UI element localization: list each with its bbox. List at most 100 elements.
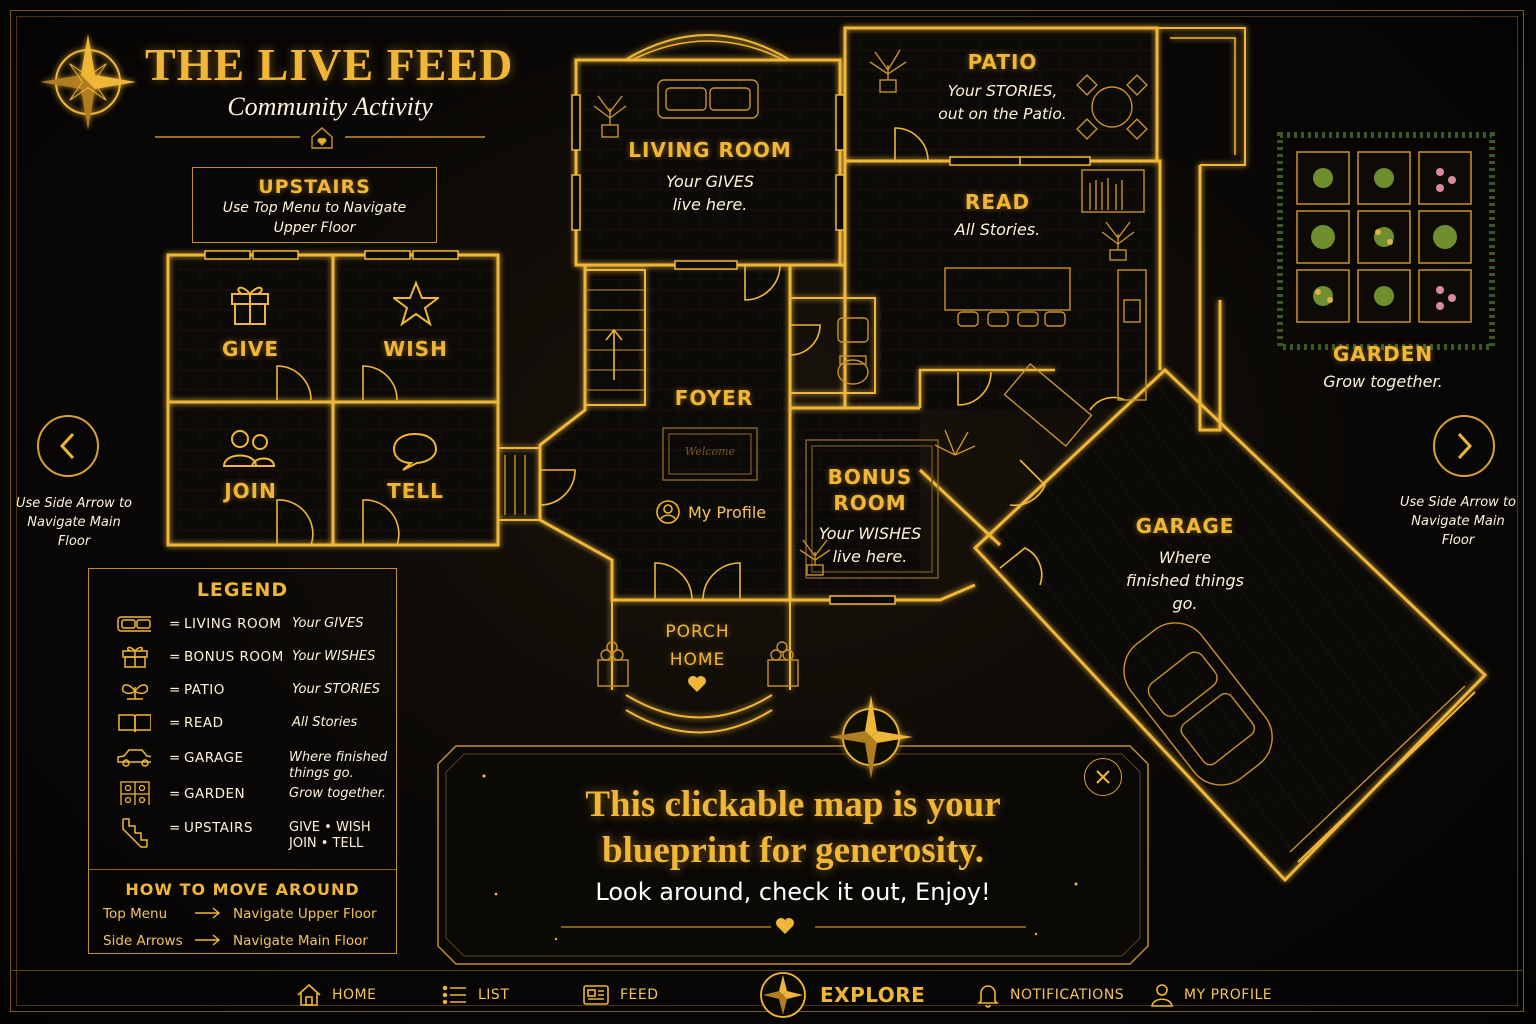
nav-explore[interactable]: EXPLORE xyxy=(756,966,925,1024)
chevron-left-icon xyxy=(59,432,75,460)
welcome-banner: This clickable map is your blueprint for… xyxy=(436,695,1150,966)
right-arrow-note: Use Side Arrow to Navigate Main Floor xyxy=(1399,495,1517,548)
my-profile-link-label: My Profile xyxy=(688,502,767,522)
nav-feed[interactable]: FEED xyxy=(582,966,659,1024)
legend-desc: Grow together. xyxy=(289,786,387,801)
compass-icon xyxy=(760,972,806,1018)
home-icon xyxy=(297,983,321,1006)
upstairs-room-tell[interactable]: TELL xyxy=(333,402,498,545)
speech-bubble-icon xyxy=(392,432,438,471)
bonus-room-label: BONUS ROOM xyxy=(827,465,913,515)
room-porch[interactable]: PORCH HOME xyxy=(635,622,760,670)
read-label: READ xyxy=(964,190,1031,214)
how-to-move-title: HOW TO MOVE AROUND xyxy=(125,880,360,899)
how-to-move-section: HOW TO MOVE AROUND Top Menu Navigate Upp… xyxy=(89,869,396,949)
bell-icon xyxy=(977,985,999,1008)
room-garden[interactable]: GARDEN Grow together. xyxy=(1300,342,1466,393)
room-bonus-room[interactable]: BONUS ROOM Your WISHES live here. xyxy=(808,464,932,568)
legend-panel: LEGEND =LIVING ROOM Your GIVES =BONUS RO… xyxy=(88,568,397,954)
living-room-desc: Your GIVES live here. xyxy=(666,172,754,214)
move-row-top-menu: Top Menu xyxy=(103,906,167,922)
page-subtitle: Community Activity xyxy=(227,92,433,121)
nav-notifications-label: NOTIFICATIONS xyxy=(1010,987,1125,1003)
compass-icon xyxy=(40,34,136,130)
nav-my-profile-label: MY PROFILE xyxy=(1184,987,1273,1003)
nav-list[interactable]: LIST xyxy=(442,966,509,1024)
patio-desc: Your STORIES, out on the Patio. xyxy=(938,82,1067,123)
room-living-room[interactable]: LIVING ROOM Your GIVES live here. xyxy=(590,138,830,216)
legend-room: LIVING ROOM xyxy=(184,616,282,632)
nav-divider xyxy=(10,970,1524,971)
list-icon xyxy=(442,985,466,1005)
my-profile-link[interactable]: My Profile xyxy=(656,500,766,524)
compass-icon xyxy=(829,695,913,779)
upstairs-room-join[interactable]: JOIN xyxy=(168,402,333,545)
upstairs-header[interactable]: UPSTAIRS Use Top Menu to Navigate Upper … xyxy=(192,167,437,243)
upstairs-room-wish[interactable]: WISH xyxy=(333,255,498,402)
nav-home-label: HOME xyxy=(332,987,377,1003)
garage-desc: Where finished things go. xyxy=(1126,548,1244,613)
sofa-icon xyxy=(117,616,151,632)
legend-desc: Where finished things go. xyxy=(289,750,388,781)
close-banner-button[interactable] xyxy=(1084,758,1122,796)
legend-room: BONUS ROOM xyxy=(184,649,284,665)
legend-desc: Your STORIES xyxy=(292,682,380,697)
welcome-mat: Welcome xyxy=(684,445,736,458)
legend-row-garden: =GARDEN Grow together. xyxy=(89,781,396,811)
upstairs-room-give[interactable]: GIVE xyxy=(168,255,333,402)
legend-row-garage: =GARAGE Where finished things go. xyxy=(89,745,396,781)
upstairs-note: Use Top Menu to Navigate Upper Floor xyxy=(222,200,407,236)
garden-grid xyxy=(1277,132,1495,350)
room-garage[interactable]: GARAGE Where finished things go. xyxy=(1100,514,1270,615)
stairs-icon xyxy=(122,818,148,848)
garden-label: GARDEN xyxy=(1332,342,1434,366)
furniture xyxy=(504,49,1476,863)
legend-desc: All Stories xyxy=(292,715,358,730)
read-desc: All Stories. xyxy=(954,220,1041,239)
bottom-nav: HOME LIST FEED EXPLORE NOTIF xyxy=(0,966,1536,1024)
move-row-top-menu-target: Navigate Upper Floor xyxy=(233,906,377,922)
banner-frame xyxy=(437,745,1149,965)
bonus-room-desc: Your WISHES live here. xyxy=(818,524,922,566)
nav-my-profile[interactable]: MY PROFILE xyxy=(1150,966,1272,1024)
heart-icon xyxy=(776,918,794,934)
legend-room: PATIO xyxy=(184,682,225,698)
user-icon xyxy=(1151,984,1173,1007)
move-from: Top Menu xyxy=(103,906,168,922)
left-arrow-button[interactable] xyxy=(37,415,99,477)
legend-row-bonus-room: =BONUS ROOM Your WISHES xyxy=(89,644,396,674)
legend-desc: Your GIVES xyxy=(292,616,364,631)
room-foyer[interactable]: FOYER xyxy=(650,386,778,410)
move-to: Navigate Upper Floor xyxy=(233,906,377,922)
right-arrow-button[interactable] xyxy=(1433,415,1495,477)
arrow-right-icon xyxy=(195,907,221,919)
upstairs-title: UPSTAIRS xyxy=(258,176,371,198)
legend-row-read: =READ All Stories xyxy=(89,710,396,740)
heart-icon xyxy=(688,676,706,692)
foyer-label: FOYER xyxy=(674,386,754,410)
banner-tagline: Look around, check it out, Enjoy! xyxy=(595,878,991,906)
arrow-right-icon xyxy=(195,934,221,946)
garden-desc: Grow together. xyxy=(1323,372,1443,391)
legend-row-patio: =PATIO Your STORIES xyxy=(89,677,396,707)
book-icon xyxy=(118,714,151,733)
close-icon xyxy=(1096,770,1110,784)
windows xyxy=(204,94,1091,605)
doors xyxy=(276,127,1126,601)
plant-icon xyxy=(121,684,149,700)
nav-list-label: LIST xyxy=(478,987,510,1003)
move-from: Side Arrows xyxy=(103,933,183,949)
legend-title: LEGEND xyxy=(196,579,289,601)
left-arrow-note: Use Side Arrow to Navigate Main Floor xyxy=(15,496,133,549)
nav-explore-label: EXPLORE xyxy=(820,983,926,1007)
room-patio[interactable]: PATIO Your STORIES, out on the Patio. xyxy=(905,50,1100,126)
nav-notifications[interactable]: NOTIFICATIONS xyxy=(976,966,1124,1024)
banner-headline-line1: This clickable map is your xyxy=(585,784,1001,825)
gift-icon xyxy=(231,286,269,325)
room-read[interactable]: READ All Stories. xyxy=(925,190,1070,241)
porch-label: PORCH xyxy=(665,622,730,642)
room-label-wish: WISH xyxy=(383,337,448,361)
nav-home[interactable]: HOME xyxy=(296,966,376,1024)
user-circle-icon xyxy=(656,500,680,524)
